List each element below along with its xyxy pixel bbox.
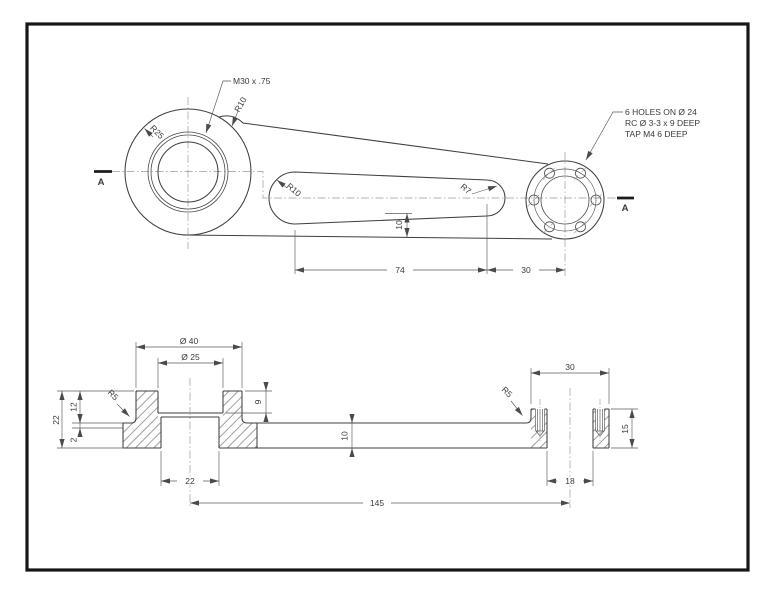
hatch-regions [123,391,609,448]
slot-outline [268,171,506,225]
holes-note-leader [585,111,623,161]
fillet-callouts: R5 R5 [106,384,523,417]
arm-fillet-radius-label: R10 [232,95,249,114]
flange-bore-circle [540,175,590,225]
flange-offset-dim: 30 [521,265,531,275]
slot-left-radius-label: R10 [285,181,304,199]
thread-minor-circle [150,134,226,210]
flange-outline [525,160,605,240]
bolt-holes [527,166,603,234]
section-dimensions: Ø 40 Ø 25 22 12 2 9 1 [51,336,638,508]
radius-callouts: R25 R10 R10 R7 [144,95,498,199]
thread-major-circle [147,131,229,213]
arm-top-edge [218,115,549,165]
flange-outer-circle [525,160,605,240]
section-label-right: A [622,203,629,214]
right-fillet-radius-label: R5 [500,384,515,399]
bore-circle [157,141,219,203]
counterbore-dim: Ø 25 [181,352,200,362]
right-boss-height-dim: 15 [620,424,630,434]
tapped-holes [535,409,605,437]
boss-radius-label: R25 [148,123,166,141]
plan-dimensions: 74 30 10 [294,204,565,275]
right-bore-dim: 18 [565,476,575,486]
plan-view: A A [94,76,700,276]
holes-note-line3: TAP M4 6 DEEP [625,129,688,139]
section-view: Ø 40 Ø 25 22 12 2 9 1 [51,336,638,508]
thread-callout: M30 x .75 [205,76,271,134]
total-height-dim: 22 [51,415,61,425]
right-boss-width-dim: 30 [565,362,575,372]
overall-length-dim: 145 [370,498,384,508]
slot-centers-dim: 74 [395,265,405,275]
bolt-circle [533,168,597,232]
section-centerlines [189,378,601,508]
section-outline [122,390,610,449]
left-fillet-radius-label: R5 [106,387,121,402]
boss-od-dim: Ø 40 [180,336,199,346]
arm-bottom-edge [182,234,553,240]
slot-depth-dim: 10 [394,220,404,230]
holes-note-line2: RC Ø 3-3 x 9 DEEP [625,118,700,128]
centerlines [187,97,566,276]
thread-leader [205,80,231,134]
bore-width-dim: 22 [185,476,195,486]
sheet-border [25,22,750,572]
boss-height-dim: 12 [69,402,79,412]
thread-callout-text: M30 x .75 [233,76,271,86]
web-thickness-dim: 10 [340,431,350,441]
slot-right-radius-label: R7 [459,181,474,196]
holes-note-line1: 6 HOLES ON Ø 24 [625,107,697,117]
step-dim: 2 [69,437,79,442]
counterbore-depth-dim: 9 [253,399,263,404]
section-label-left: A [98,177,105,188]
section-line-a-a: A A [94,170,634,214]
holes-note: 6 HOLES ON Ø 24 RC Ø 3-3 x 9 DEEP TAP M4… [585,107,700,161]
